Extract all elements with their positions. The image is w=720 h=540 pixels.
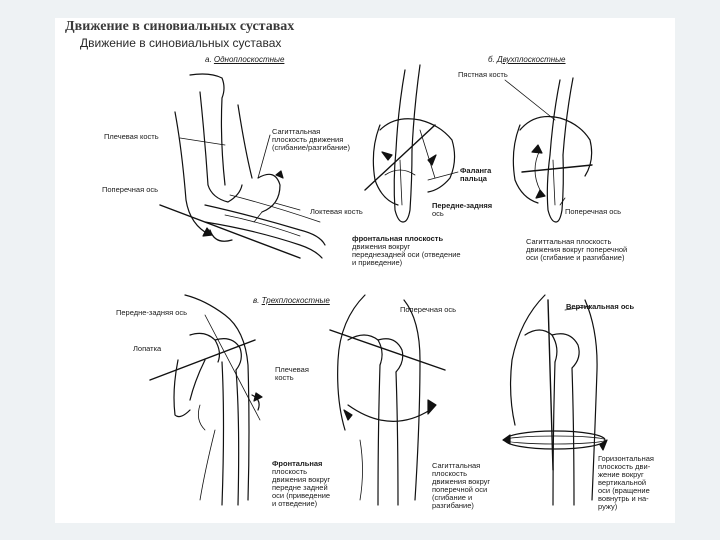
label-line: вовнутрь и на- — [598, 494, 649, 503]
label-line: движения вокруг поперечной — [526, 245, 628, 254]
section-b-heading: б. Двухплоскостные — [488, 55, 566, 64]
label-line: ружу) — [598, 502, 618, 511]
label-line: Плечевая — [275, 365, 309, 374]
label-humerus-a: Плечевая кость — [104, 132, 159, 141]
section-b-name: Двухплоскостные — [496, 55, 566, 64]
section-c-name: Трехплоскостные — [261, 296, 330, 305]
label-transverse-axis-b: Поперечная ось — [565, 207, 622, 216]
label-scapula: Лопатка — [133, 344, 162, 353]
label-line: движения вокруг — [352, 242, 411, 251]
label-line: и приведение) — [352, 258, 403, 267]
label-humerus-c: Плечевая кость — [275, 366, 309, 382]
label-line: оси (вращение — [598, 486, 650, 495]
finger-left-drawing — [364, 64, 459, 223]
label-line: и отведение) — [272, 499, 318, 508]
label-ulna: Локтевая кость — [310, 207, 363, 216]
label-line: Сагиттальная — [432, 461, 481, 470]
label-frontal-plane-b: фронтальная плоскость движения вокруг пе… — [352, 235, 461, 267]
label-line: кость — [275, 373, 294, 382]
finger-right-drawing — [504, 77, 593, 223]
slide-sheet — [55, 18, 675, 523]
section-c-letter: в. — [253, 296, 260, 305]
label-transverse-axis-c: Поперечная ось — [400, 305, 457, 314]
label-line: плоскость движения — [272, 135, 344, 144]
label-line: передне задней — [272, 483, 328, 492]
label-horizontal-plane-c: Горизонтальная плоскость дви- жение вокр… — [598, 455, 654, 511]
label-line: оси (сгибание и разгибание) — [526, 253, 625, 262]
section-b-letter: б. — [488, 55, 495, 64]
label-line: фронтальная плоскость — [352, 234, 444, 243]
label-line: Горизонтальная — [598, 454, 654, 463]
label-line: вертикальной — [598, 478, 647, 487]
label-phalanx: Фаланга пальца — [460, 167, 491, 183]
label-ap-axis-b: Передне-задняя ось — [432, 202, 492, 218]
label-transverse-axis-a: Поперечная ось — [102, 185, 159, 194]
section-a-letter: а. — [205, 55, 212, 64]
section-a-heading: а. Одноплоскостные — [205, 55, 284, 64]
page-subtitle: Движение в синовиальных суставах — [80, 36, 282, 50]
page-title: Движение в синовиальных суставах — [65, 19, 295, 34]
label-line: (сгибание и — [432, 493, 473, 502]
label-metacarpal: Пястная кость — [458, 70, 508, 79]
label-sagittal-plane-b: Сагиттальная плоскость движения вокруг п… — [526, 238, 627, 262]
label-line: плоскость — [272, 467, 308, 476]
elbow-drawing — [159, 73, 326, 259]
label-line: разгибание) — [432, 501, 474, 510]
shoulder-2-drawing — [329, 294, 446, 506]
section-a-name: Одноплоскостные — [213, 55, 285, 64]
shoulder-3-drawing — [502, 294, 608, 506]
label-frontal-plane-c: Фронтальная плоскость движения вокруг пе… — [272, 460, 330, 508]
label-line: (сгибание/разгибание) — [272, 143, 350, 152]
label-line: жение вокруг — [598, 470, 644, 479]
label-sagittal-plane-a: Сагиттальная плоскость движения (сгибани… — [272, 128, 350, 152]
label-line: переднезадней оси (отведение — [352, 250, 461, 259]
label-line: пальца — [460, 174, 487, 183]
label-line: оси (приведение — [272, 491, 331, 500]
label-line: плоскость — [432, 469, 468, 478]
label-line: ось — [432, 209, 444, 218]
label-vertical-axis: Вертикальная ось — [566, 302, 635, 311]
label-line: Фронтальная — [272, 459, 323, 468]
label-line: Фаланга — [460, 166, 492, 175]
label-line: движения вокруг — [272, 475, 331, 484]
label-sagittal-plane-c: Сагиттальная плоскость движения вокруг п… — [432, 462, 490, 510]
shoulder-1-drawing — [149, 294, 263, 506]
label-ap-axis-c: Передне-задняя ось — [116, 308, 188, 317]
label-line: Сагиттальная — [272, 127, 321, 136]
label-line: Передне-задняя — [432, 201, 493, 210]
section-c-heading: в. Трехплоскостные — [253, 296, 330, 305]
label-line: плоскость дви- — [598, 462, 651, 471]
label-line: движения вокруг — [432, 477, 491, 486]
label-line: поперечной оси — [432, 485, 488, 494]
label-line: Сагиттальная плоскость — [526, 237, 612, 246]
